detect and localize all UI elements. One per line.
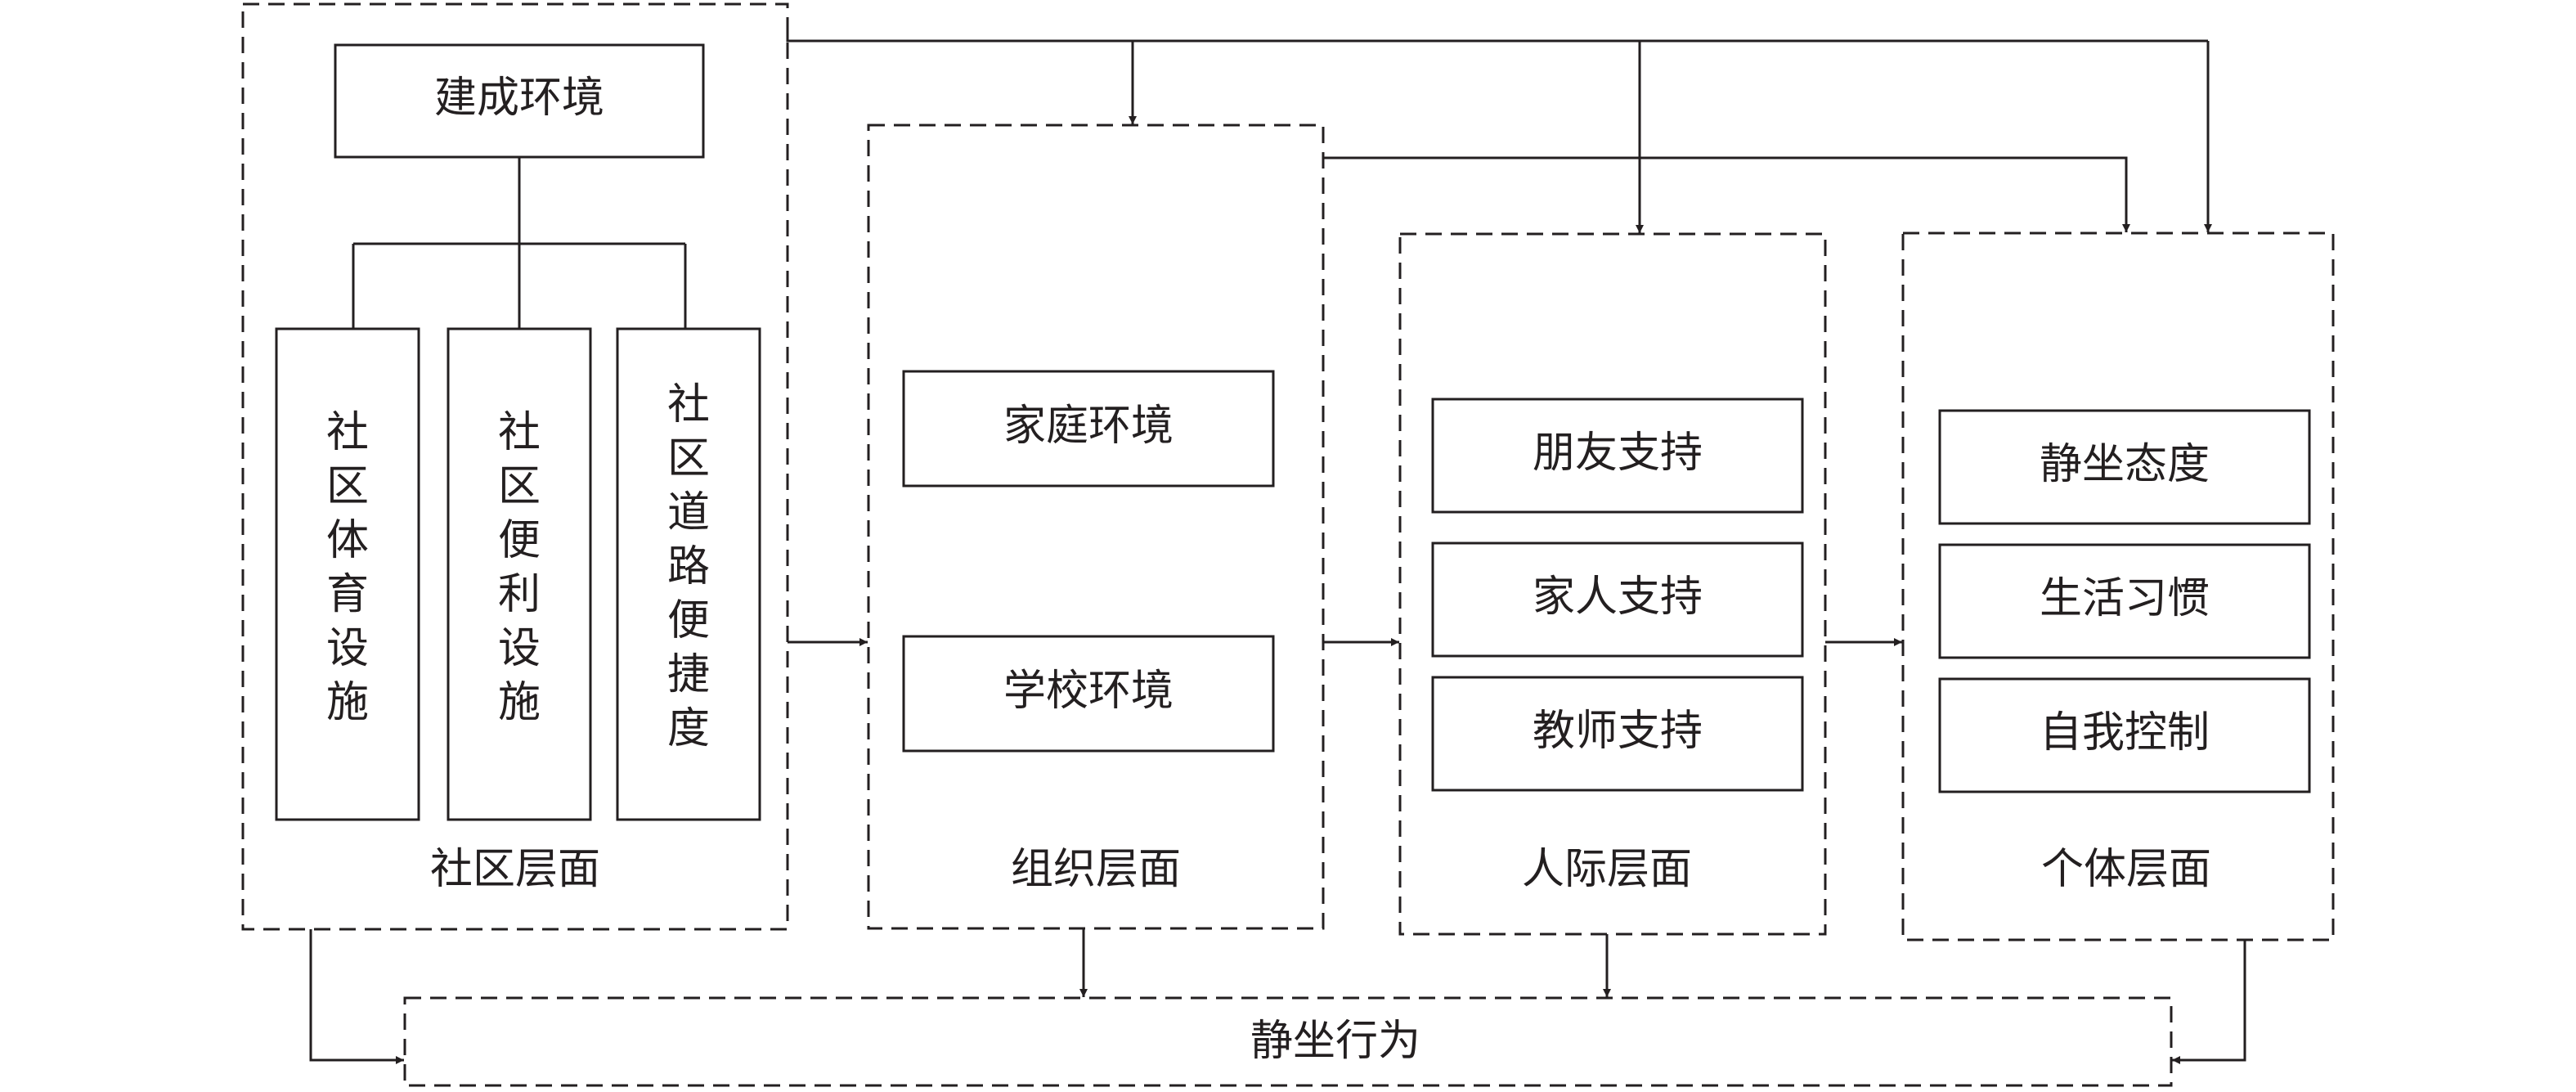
community-sports-facilities-label: 社区体育设施 (326, 408, 369, 727)
teacher-support-label: 教师支持 (1533, 707, 1703, 756)
interpersonal-level-label: 人际层面 (1522, 845, 1692, 894)
friend-support-box: 朋友支持 (1431, 398, 1804, 514)
self-control-box: 自我控制 (1938, 677, 2311, 793)
community-convenience-facilities-label: 社区便利设施 (498, 408, 541, 727)
friend-support-label: 朋友支持 (1533, 429, 1703, 478)
arrow-individual-to-behavior (2172, 940, 2246, 1064)
sedentary-attitude-box: 静坐态度 (1938, 409, 2311, 525)
school-environment-box: 学校环境 (902, 635, 1275, 753)
community-road-accessibility-box: 社区道路便捷度 (616, 327, 761, 821)
community-convenience-facilities-box: 社区便利设施 (447, 327, 592, 821)
arrow-community-to-behavior (309, 929, 404, 1064)
living-habits-box: 生活习惯 (1938, 543, 2311, 659)
living-habits-label: 生活习惯 (2040, 574, 2210, 623)
individual-level-label: 个体层面 (2041, 845, 2211, 894)
sedentary-behavior-label: 静坐行为 (1250, 1017, 1420, 1066)
interpersonal-level-container (1398, 232, 1827, 936)
individual-level-container (1901, 231, 2335, 941)
community-road-accessibility-label: 社区道路便捷度 (667, 380, 710, 753)
built-environment-box: 建成环境 (334, 43, 705, 159)
self-control-label: 自我控制 (2040, 708, 2210, 757)
organization-level-label: 组织层面 (1011, 845, 1181, 894)
community-sports-facilities-box: 社区体育设施 (275, 327, 420, 821)
organization-level-container (867, 124, 1325, 930)
family-support-label: 家人支持 (1533, 573, 1703, 622)
sedentary-attitude-label: 静坐态度 (2040, 440, 2210, 489)
top-connector-line (786, 25, 2208, 43)
sedentary-behavior-container (403, 996, 2173, 1087)
family-environment-label: 家庭环境 (1003, 402, 1174, 451)
community-level-label: 社区层面 (430, 845, 600, 894)
arrow-organization-to-individual-top (1323, 156, 2130, 232)
family-environment-box: 家庭环境 (902, 370, 1275, 488)
built-environment-tree-lines (352, 157, 687, 329)
school-environment-label: 学校环境 (1003, 667, 1174, 716)
family-support-box: 家人支持 (1431, 542, 1804, 658)
teacher-support-box: 教师支持 (1431, 676, 1804, 792)
built-environment-label: 建成环境 (434, 74, 604, 123)
